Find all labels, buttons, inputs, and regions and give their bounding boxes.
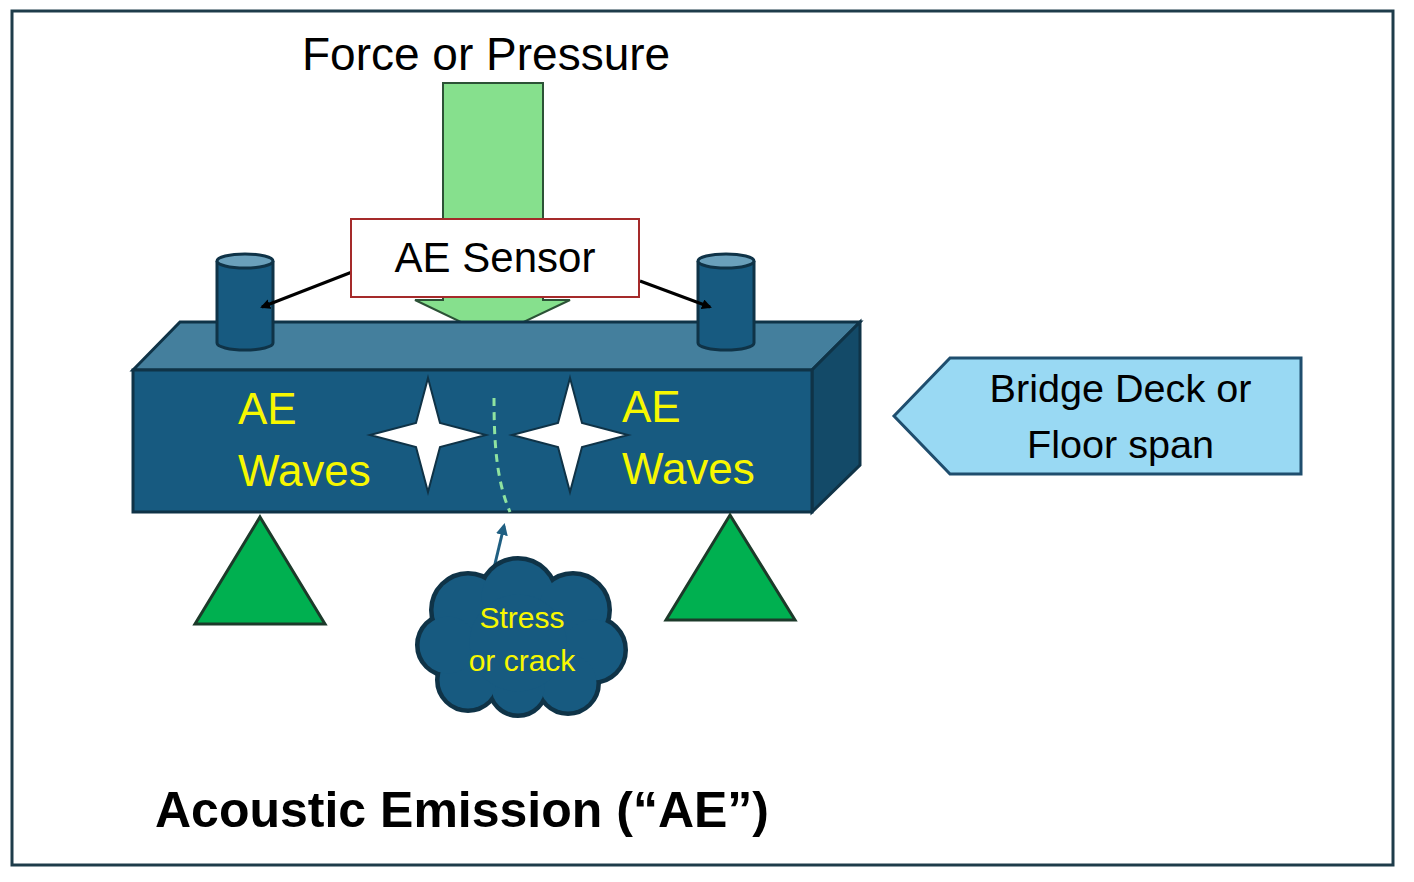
wave-label: AE Waves bbox=[238, 378, 390, 502]
frame bbox=[12, 11, 1393, 865]
leader-line bbox=[640, 281, 710, 307]
sensor-cylinder bbox=[217, 254, 273, 350]
cloud-shape: Stress or crack bbox=[418, 565, 626, 713]
force-label: Force or Pressure bbox=[302, 26, 670, 82]
diagram-title: Acoustic Emission (“AE”) bbox=[155, 780, 769, 840]
cloud-outline bbox=[418, 565, 626, 713]
cloud-puff bbox=[420, 617, 477, 674]
box-text: AE Sensor bbox=[395, 234, 596, 282]
sensor-cylinder bbox=[698, 254, 754, 350]
pentagon-fill bbox=[894, 358, 1301, 474]
support-triangle bbox=[195, 517, 325, 624]
support-triangle bbox=[666, 515, 795, 620]
wave-label: AE Waves bbox=[622, 376, 774, 500]
callout-text: Bridge Deck or Floor span bbox=[956, 360, 1286, 472]
beam-face: AE Waves AE Waves bbox=[133, 370, 812, 512]
beam-side bbox=[812, 322, 860, 512]
leader-line bbox=[262, 272, 352, 307]
pentagon-callout: Bridge Deck or Floor span bbox=[892, 356, 1303, 476]
cloud-text: Stress or crack bbox=[467, 596, 577, 682]
wave-star bbox=[512, 378, 628, 492]
crack-line bbox=[494, 398, 510, 512]
pentagon-text-area: Bridge Deck or Floor span bbox=[944, 360, 1297, 472]
wave-star bbox=[370, 378, 486, 492]
beam-front bbox=[133, 370, 812, 512]
force-arrow bbox=[415, 83, 570, 337]
sensor-label-box: AE Sensor bbox=[350, 218, 640, 298]
